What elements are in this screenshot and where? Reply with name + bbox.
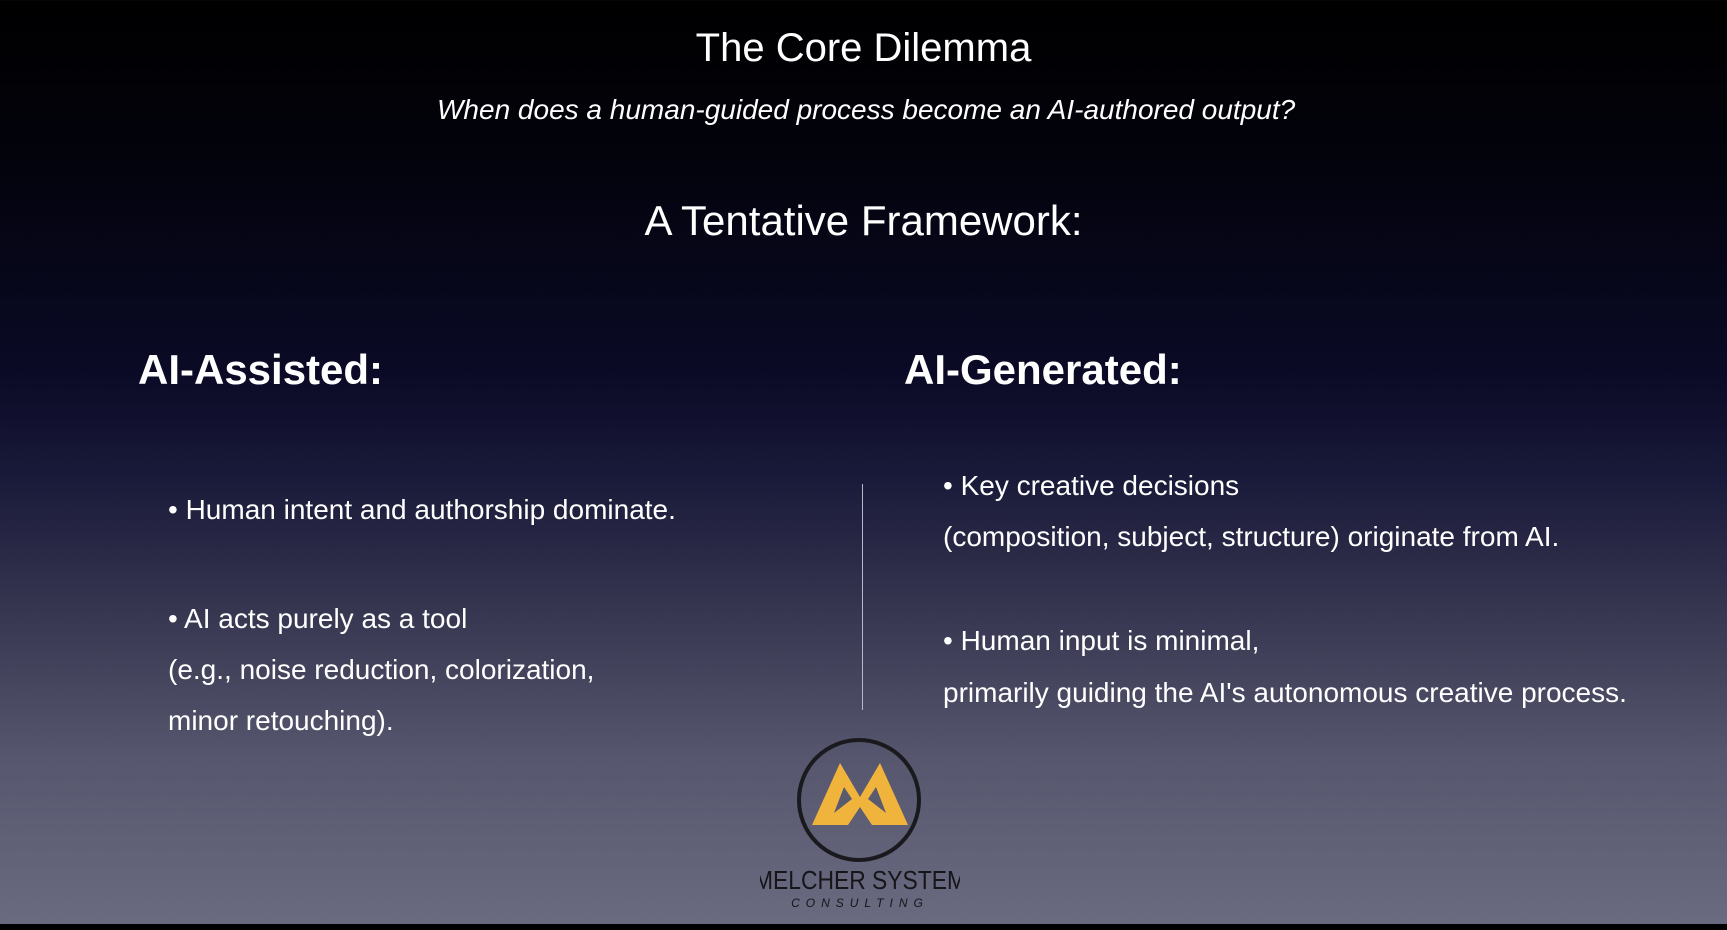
- framework-heading: A Tentative Framework:: [644, 197, 1083, 244]
- assisted-bullet-2: • AI acts purely as a tool: [168, 603, 468, 634]
- assisted-bullet-1: • Human intent and authorship dominate.: [168, 494, 676, 525]
- generated-bullet-1: • Key creative decisions: [943, 470, 1240, 501]
- ai-assisted-heading: AI-Assisted:: [138, 346, 384, 393]
- generated-bullet-2: • Human input is minimal,: [943, 625, 1260, 656]
- slide-subtitle: When does a human-guided process become …: [437, 94, 1296, 125]
- ai-generated-heading: AI-Generated:: [904, 346, 1182, 393]
- generated-bullet-1-cont: (composition, subject, structure) origin…: [943, 521, 1560, 552]
- slide-title: The Core Dilemma: [695, 26, 1032, 70]
- column-divider: [862, 484, 863, 710]
- melcher-system-logo: MELCHER SYSTEM CONSULTING: [754, 735, 966, 925]
- logo-mark-icon: MELCHER SYSTEM CONSULTING: [754, 738, 966, 910]
- logo-name: MELCHER SYSTEM: [760, 865, 960, 895]
- assisted-bullet-2-cont2: minor retouching).: [168, 705, 394, 736]
- logo-tagline: CONSULTING: [791, 896, 929, 910]
- assisted-bullet-2-cont: (e.g., noise reduction, colorization,: [168, 654, 595, 685]
- generated-bullet-2-cont: primarily guiding the AI's autonomous cr…: [943, 677, 1627, 708]
